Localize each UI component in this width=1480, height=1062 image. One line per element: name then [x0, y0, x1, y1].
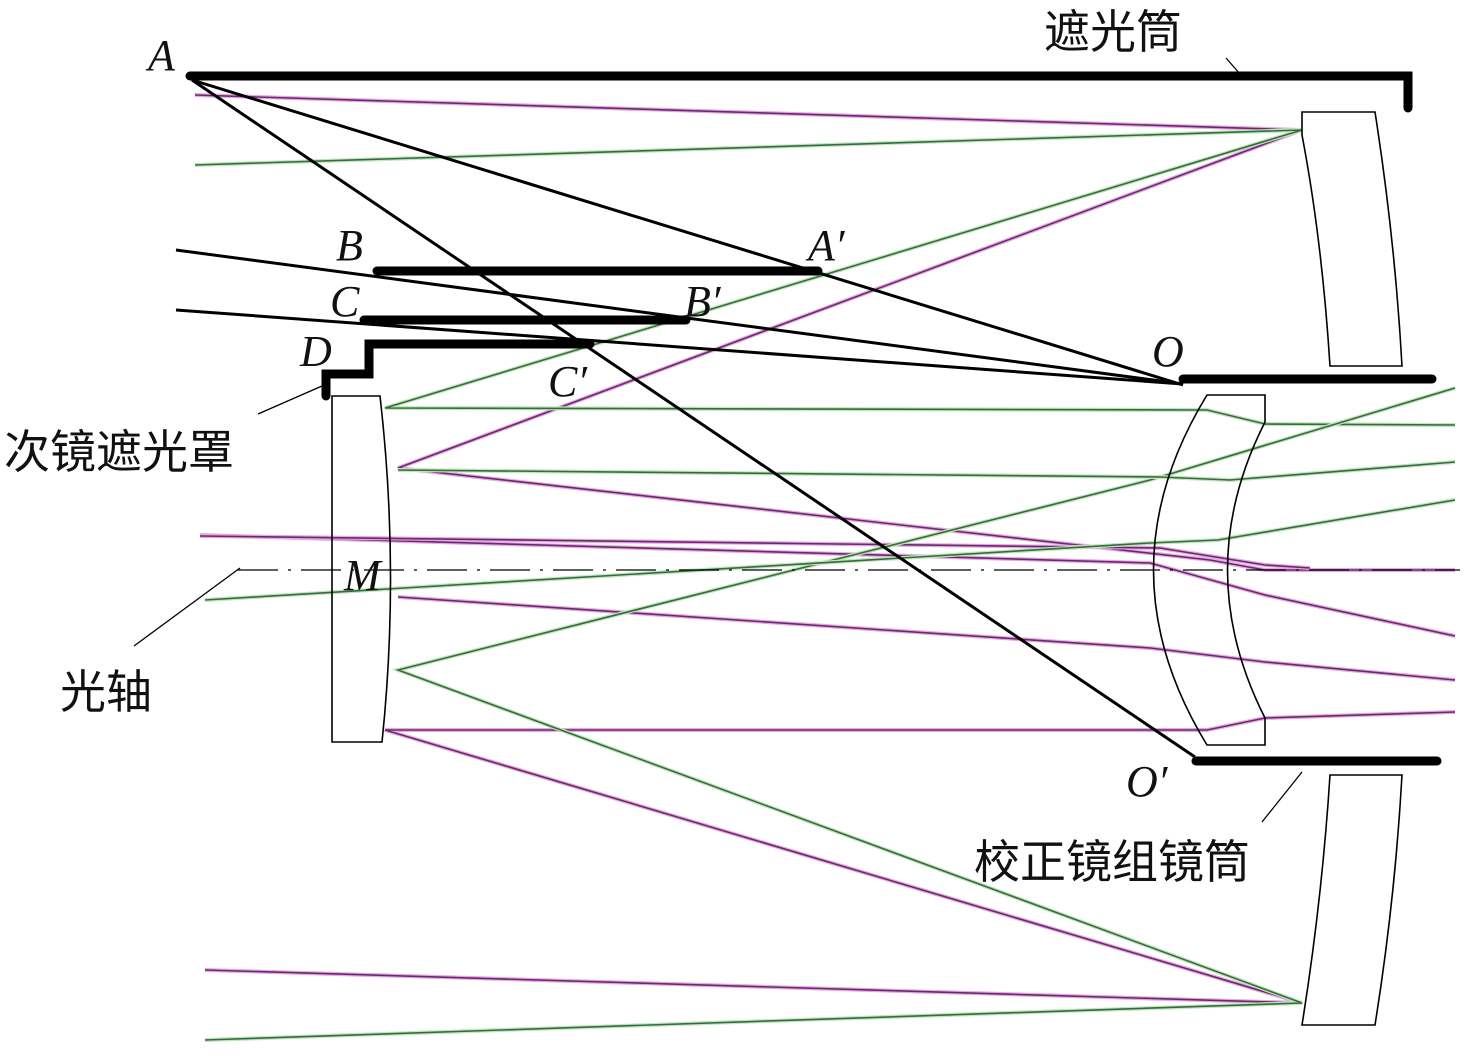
primary-mirror-top [1301, 111, 1403, 367]
green-ray [204, 387, 1456, 1041]
magenta-ray [397, 595, 1456, 682]
label-b-prime: B′ [684, 277, 722, 326]
label-b: B [336, 221, 363, 270]
magenta-ray [204, 710, 1456, 1005]
ray-b-to-o [175, 248, 1184, 386]
label-a-prime: A′ [805, 221, 846, 270]
baffle-tube [185, 71, 1413, 113]
leader-baffle-tube [1225, 57, 1241, 75]
label-corrector-barrel: 校正镜组镜筒 [974, 835, 1250, 889]
leader-secondary-baffle [257, 385, 323, 415]
label-optical-axis: 光轴 [60, 665, 152, 719]
label-o-prime: O′ [1126, 757, 1169, 806]
magenta-ray [199, 535, 1311, 569]
ray-a-to-o [191, 78, 1184, 387]
label-c: C [330, 277, 360, 326]
label-c-prime: C′ [548, 357, 588, 406]
leader-corrector-barrel [1261, 771, 1303, 823]
label-a: A [145, 31, 176, 80]
label-secondary-baffle: 次镜遮光罩 [4, 425, 234, 479]
leader-optical-axis [133, 567, 241, 647]
green-ray [204, 499, 1456, 601]
magenta-ray [199, 534, 1456, 637]
label-m: M [343, 551, 383, 600]
label-d: D [299, 327, 332, 376]
green-ray [194, 129, 1456, 426]
label-o: O [1152, 327, 1184, 376]
secondary-baffle [321, 339, 595, 401]
green-ray [397, 461, 1456, 481]
magenta-ray [194, 94, 1455, 571]
secondary-mirror [331, 395, 392, 743]
magenta-ray [397, 596, 1456, 681]
label-baffle-tube: 遮光筒 [1044, 5, 1182, 59]
green-ray [204, 386, 1456, 1042]
magenta-ray [199, 533, 1456, 638]
magenta-ray [204, 711, 1456, 1004]
primary-mirror-bottom [1301, 774, 1403, 1026]
ray-a-to-o-prime [191, 78, 1196, 759]
magenta-ray [194, 93, 1455, 572]
corrector-lens [1152, 394, 1266, 746]
ray-c-to-o [175, 308, 1184, 386]
